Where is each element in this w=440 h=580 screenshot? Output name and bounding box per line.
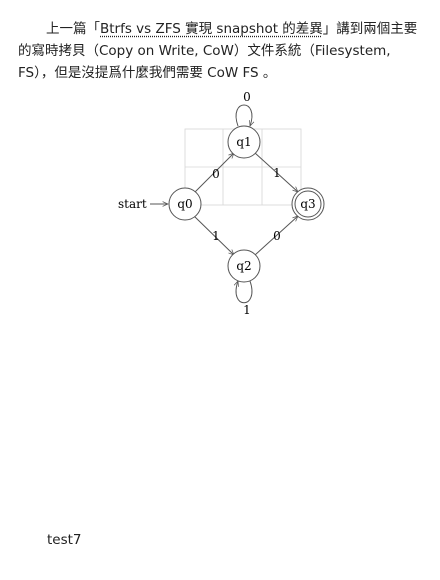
edge-q1-q3-label: 1 [273,166,281,180]
text-after-link: 」講到兩個主要的寫時拷貝（Copy on Write, CoW）文件系統（Fil… [18,21,418,81]
state-q3 [291,187,325,221]
edge-q1-self-label: 0 [243,90,251,104]
edge-q2-self-label: 1 [243,303,251,317]
edge-q0-q2 [193,215,234,255]
state-q2-label: q2 [236,259,251,273]
edge-q0-q2-label: 1 [212,229,220,243]
start-label: start [118,197,147,211]
edge-q2-q3-label: 0 [273,229,281,243]
edge-q0-q1 [193,153,234,194]
state-q0-label: q0 [177,197,192,211]
edge-q1-q3 [254,152,298,192]
state-q1 [227,125,261,159]
state-q0 [168,187,202,221]
edge-q2-q3 [254,216,298,256]
footer-text: test7 [47,532,82,548]
edge-q0-q1-label: 0 [212,167,220,181]
article-paragraph: 上一篇「Btrfs vs ZFS 實現 snapshot 的差異」講到兩個主要的… [18,18,422,84]
automaton-diagram: start q0 q1 q2 q3 0 0 1 1 0 1 [118,90,325,317]
state-q3-label: q3 [300,197,315,211]
state-q1-label: q1 [236,135,251,149]
edge-q1-self [235,104,252,126]
text-before-link: 上一篇「 [46,21,100,37]
state-q2 [227,249,261,283]
previous-article-link[interactable]: Btrfs vs ZFS 實現 snapshot 的差異 [100,21,323,37]
state-q3-accept-ring [294,190,322,218]
edge-q2-self [236,281,253,304]
